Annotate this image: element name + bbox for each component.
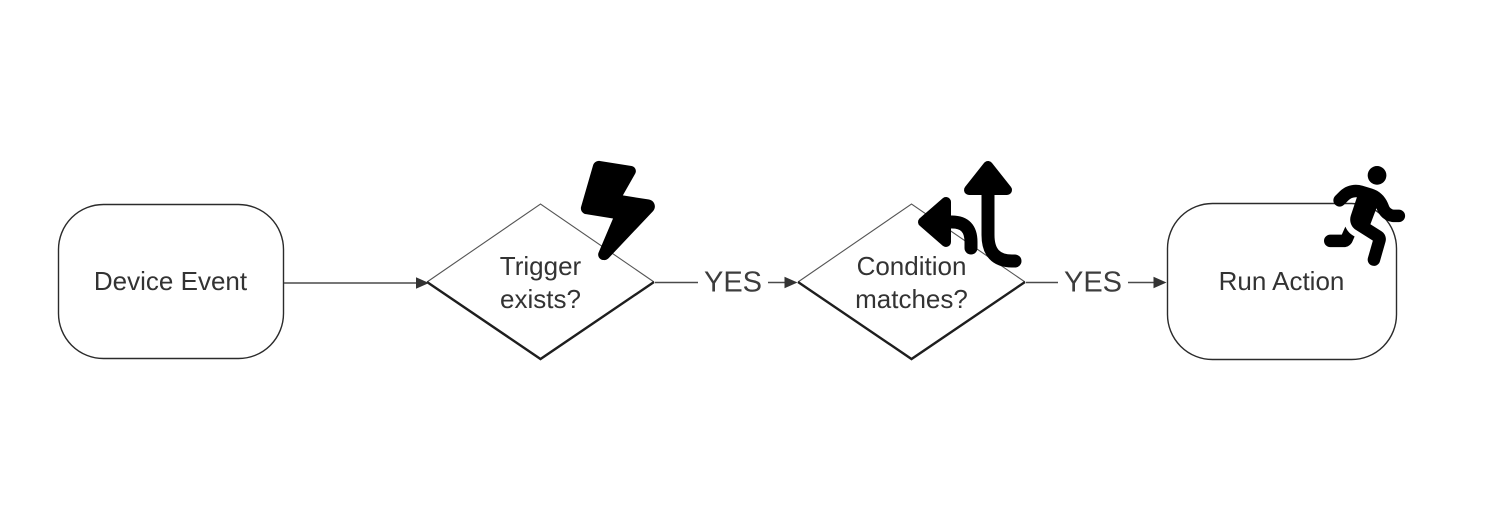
split-arrows-left-arrowhead [918,197,951,247]
lightning-bolt-icon [580,160,655,261]
split-arrows-stem [981,181,1022,268]
split-arrows-left-shaft [931,215,978,255]
diamond-bottom-edges [426,281,655,361]
edge-trigger-to-condition [655,276,798,289]
split-arrows-icon [918,161,1022,268]
node-trigger-exists[interactable] [426,203,655,361]
arrowhead-icon [1153,276,1167,289]
diamond-bottom-edges [797,281,1026,361]
arrowhead-icon [416,277,429,289]
node-device-event[interactable] [57,203,285,360]
diamond-top-edges [426,203,655,283]
person-running-icon [1324,166,1406,266]
split-arrows-up-arrowhead [964,161,1012,195]
edge-device-to-trigger [284,277,429,289]
arrowhead-icon [784,276,798,289]
edge-condition-to-action [1026,276,1167,289]
